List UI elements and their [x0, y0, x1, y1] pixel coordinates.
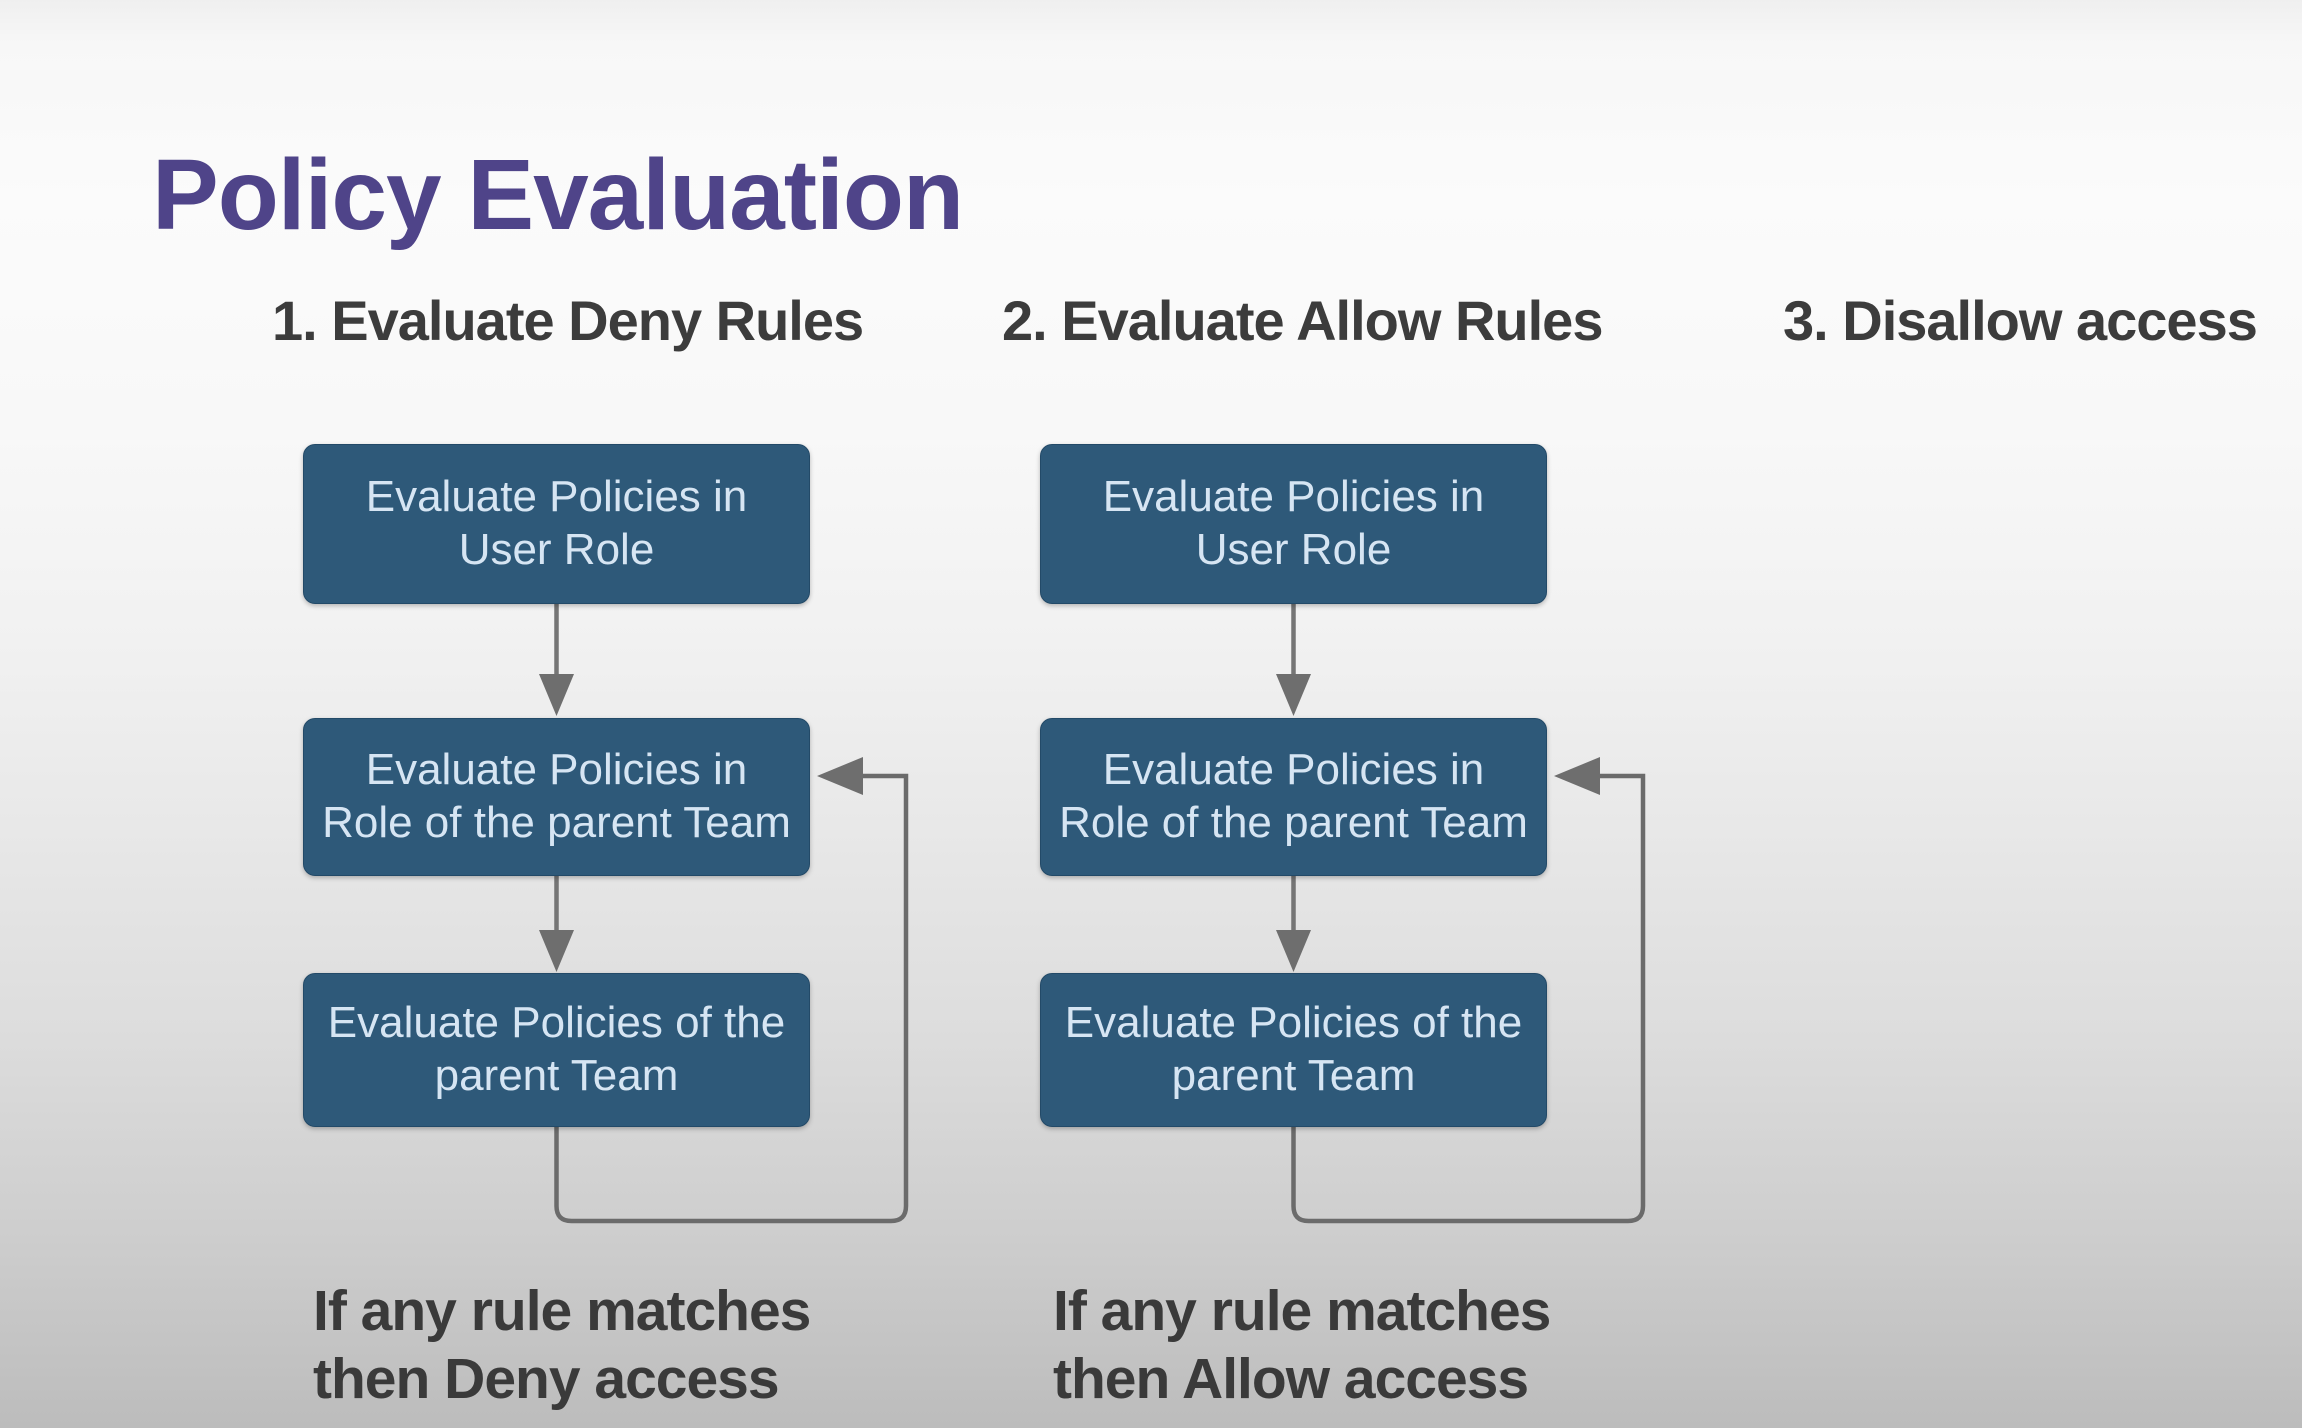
deny-flowchart: Evaluate Policies in User Role Evaluate …: [283, 424, 943, 1254]
allow-caption: If any rule matches then Allow access: [1053, 1278, 1551, 1414]
down-arrow-icon: [1276, 604, 1311, 716]
slide-title: Policy Evaluation: [152, 139, 964, 251]
flow-box-user-role: Evaluate Policies in User Role: [303, 444, 810, 604]
deny-caption: If any rule matches then Deny access: [313, 1278, 811, 1414]
down-arrow-icon: [1276, 876, 1311, 972]
step-header-evaluate-deny-rules: 1. Evaluate Deny Rules: [272, 289, 864, 352]
flow-box-user-role: Evaluate Policies in User Role: [1040, 444, 1547, 604]
flow-box-parent-team-role: Evaluate Policies in Role of the parent …: [1040, 718, 1547, 876]
flow-box-parent-team-role: Evaluate Policies in Role of the parent …: [303, 718, 810, 876]
flow-box-parent-team-policies: Evaluate Policies of the parent Team: [303, 973, 810, 1127]
allow-flowchart: Evaluate Policies in User Role Evaluate …: [1020, 424, 1680, 1254]
deny-caption-line2: then Deny access: [313, 1346, 780, 1411]
flow-box-parent-team-policies: Evaluate Policies of the parent Team: [1040, 973, 1547, 1127]
deny-flow-connectors: [539, 604, 909, 1224]
loop-back-arrow-icon: [1291, 757, 1646, 1224]
allow-caption-line2: then Allow access: [1053, 1346, 1529, 1411]
deny-caption-line1: If any rule matches: [313, 1279, 811, 1343]
down-arrow-icon: [539, 604, 574, 716]
allow-caption-line1: If any rule matches: [1053, 1279, 1551, 1343]
allow-flow-connectors: [1276, 604, 1646, 1224]
step-header-disallow-access: 3. Disallow access: [1783, 289, 2258, 352]
step-header-evaluate-allow-rules: 2. Evaluate Allow Rules: [1002, 289, 1603, 352]
loop-back-arrow-icon: [554, 757, 909, 1224]
down-arrow-icon: [539, 876, 574, 972]
